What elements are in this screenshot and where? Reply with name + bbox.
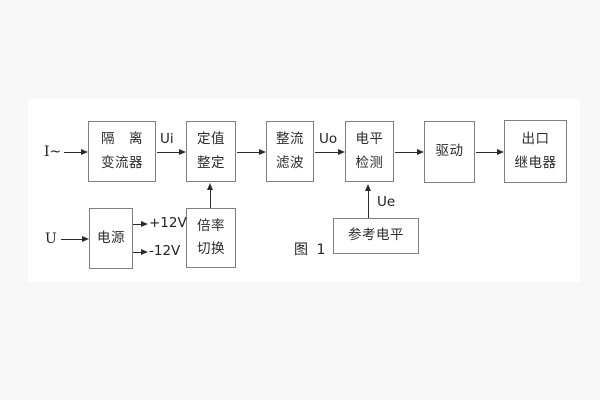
block-label-line: 整流 [276,131,304,147]
block-setting-adjustment: 定值 整定 [186,121,236,182]
block-label-line: 定值 [197,131,225,147]
arrow-input-current-to-isolation [64,149,88,155]
block-rectifier-filter: 整流 滤波 [266,121,314,182]
arrowhead-right-icon [141,249,148,255]
block-driver: 驱动 [424,121,475,183]
block-label-line: 电源 [97,229,125,246]
arrow-reference-to-level [365,184,371,218]
arrow-setting-to-rectifier [237,149,266,155]
arrowhead-up-icon [365,184,371,191]
label-ui: Ui [160,131,174,147]
label-input-current: I~ [44,144,62,160]
block-label-line: 切换 [197,241,225,257]
block-power-supply: 电源 [89,208,133,269]
arrowhead-right-icon [81,149,88,155]
arrow-isolation-to-setting [157,149,186,155]
arrow-ratio-to-setting [207,183,213,208]
arrowhead-right-icon [259,149,266,155]
block-label-line: 驱动 [435,143,464,160]
label-plus-12v: +12V [149,215,187,231]
figure-caption: 图 1 [294,242,328,258]
block-label-line: 参考电平 [348,227,404,244]
block-ratio-switch: 倍率 切换 [186,208,236,268]
arrow-power-plus12v [133,221,148,227]
label-ue: Ue [377,194,396,210]
block-label-line: 检测 [355,154,384,171]
arrow-power-minus12v [133,249,148,255]
block-label-line: 继电器 [514,154,557,171]
arrow-rectifier-to-level [315,149,345,155]
block-level-detection: 电平 检测 [345,121,394,182]
block-label-line: 出口 [521,131,550,147]
label-uo: Uo [319,131,338,147]
arrowhead-right-icon [179,149,186,155]
block-reference-level: 参考电平 [333,218,419,254]
block-label-line: 倍率 [197,217,225,234]
arrow-input-voltage-to-power [61,236,89,242]
arrowhead-right-icon [417,149,424,155]
block-label-line: 整定 [197,154,225,171]
arrowhead-up-icon [207,183,213,190]
arrowhead-right-icon [141,221,148,227]
block-isolation-transformer: 隔 离 变流器 [88,121,156,182]
arrowhead-right-icon [338,149,345,155]
label-minus-12v: -12V [149,243,181,259]
block-label-line: 隔 离 [101,131,143,147]
block-label-line: 变流器 [101,154,143,171]
label-input-voltage: U [45,231,57,247]
block-output-relay: 出口 继电器 [504,120,567,183]
arrowhead-right-icon [497,149,504,155]
arrowhead-right-icon [82,236,89,242]
block-label-line: 滤波 [276,154,304,171]
arrow-level-to-driver [395,149,424,155]
block-label-line: 电平 [355,131,384,147]
arrow-driver-to-relay [476,149,504,155]
